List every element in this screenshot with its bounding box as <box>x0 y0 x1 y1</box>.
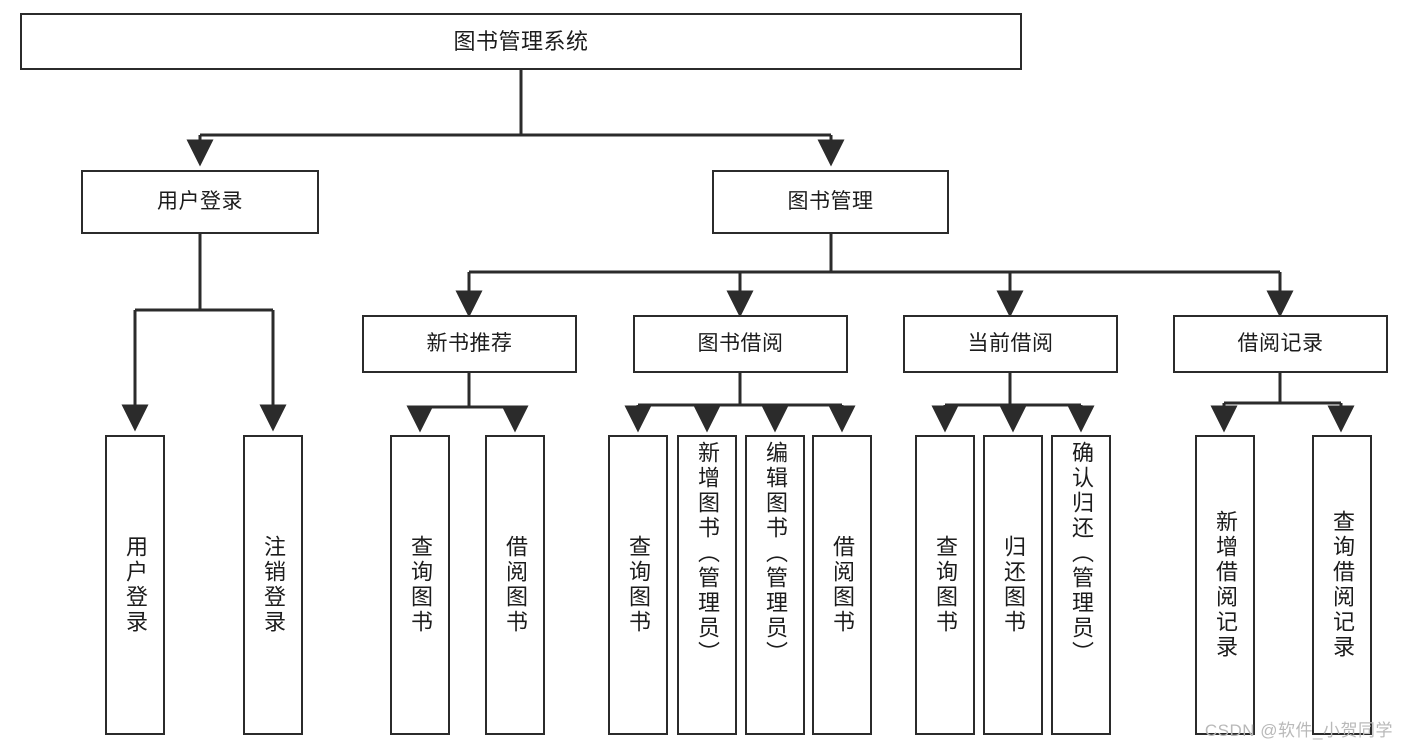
node-leaf-logout-login[interactable]: 注销登录 <box>243 435 303 735</box>
node-label: 图书管理系统 <box>453 28 589 54</box>
node-leaf-user-login[interactable]: 用户登录 <box>105 435 165 735</box>
node-leaf-confirm-return-admin[interactable]: 确认归还（管理员） <box>1051 435 1111 735</box>
node-label: 查询借阅记录 <box>1330 510 1355 660</box>
node-label: 当前借阅 <box>967 331 1054 355</box>
node-label: 编辑图书（管理员） <box>763 441 788 666</box>
node-borrow-record[interactable]: 借阅记录 <box>1173 315 1388 373</box>
node-new-book-recommendation[interactable]: 新书推荐 <box>362 315 577 373</box>
node-label: 查询图书 <box>933 535 958 635</box>
node-label: 新增借阅记录 <box>1213 510 1238 660</box>
node-leaf-borrow-book-1[interactable]: 借阅图书 <box>485 435 545 735</box>
node-root-book-management-system[interactable]: 图书管理系统 <box>20 13 1022 70</box>
node-label: 借阅记录 <box>1237 331 1324 355</box>
node-label: 图书管理 <box>787 189 874 213</box>
node-leaf-add-book-admin[interactable]: 新增图书（管理员） <box>677 435 737 735</box>
node-label: 确认归还（管理员） <box>1069 441 1094 666</box>
node-label: 查询图书 <box>408 535 433 635</box>
node-leaf-return-book[interactable]: 归还图书 <box>983 435 1043 735</box>
node-label: 借阅图书 <box>503 535 528 635</box>
node-label: 用户登录 <box>157 189 243 213</box>
node-leaf-edit-book-admin[interactable]: 编辑图书（管理员） <box>745 435 805 735</box>
node-leaf-add-borrow-record[interactable]: 新增借阅记录 <box>1195 435 1255 735</box>
node-leaf-query-borrow-record[interactable]: 查询借阅记录 <box>1312 435 1372 735</box>
node-leaf-borrow-book-2[interactable]: 借阅图书 <box>812 435 872 735</box>
node-label: 借阅图书 <box>830 535 855 635</box>
csdn-watermark: CSDN @软件_小贺同学 <box>1204 721 1393 740</box>
node-label: 新增图书（管理员） <box>695 441 720 666</box>
node-book-management[interactable]: 图书管理 <box>712 170 949 234</box>
node-label: 查询图书 <box>626 535 651 635</box>
node-label: 新书推荐 <box>426 331 513 355</box>
node-label: 注销登录 <box>261 535 286 635</box>
node-leaf-query-book-2[interactable]: 查询图书 <box>608 435 668 735</box>
node-book-borrow[interactable]: 图书借阅 <box>633 315 848 373</box>
node-label: 归还图书 <box>1001 535 1026 635</box>
node-leaf-query-book-1[interactable]: 查询图书 <box>390 435 450 735</box>
node-label: 用户登录 <box>123 535 148 635</box>
node-leaf-query-book-3[interactable]: 查询图书 <box>915 435 975 735</box>
node-label: 图书借阅 <box>697 331 784 355</box>
node-current-borrow[interactable]: 当前借阅 <box>903 315 1118 373</box>
node-user-login[interactable]: 用户登录 <box>81 170 319 234</box>
